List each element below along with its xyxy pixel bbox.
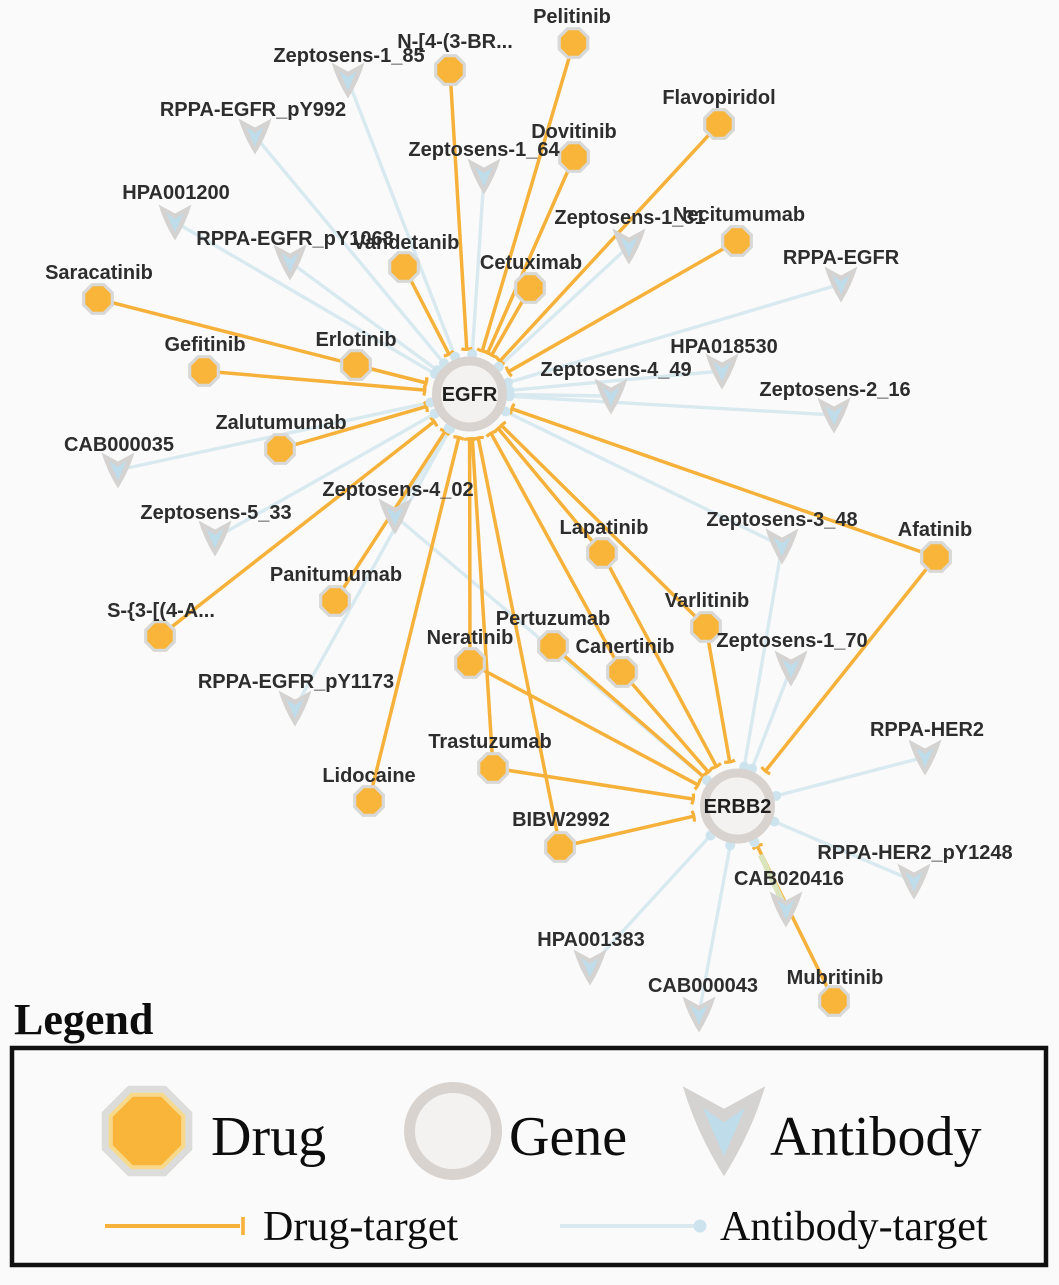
svg-text:Zeptosens-1_64: Zeptosens-1_64: [408, 139, 560, 161]
svg-text:Neratinib: Neratinib: [427, 627, 514, 649]
svg-text:RPPA-HER2_pY1248: RPPA-HER2_pY1248: [817, 842, 1012, 864]
svg-text:Zeptosens-1_31: Zeptosens-1_31: [554, 207, 705, 229]
svg-text:RPPA-HER2: RPPA-HER2: [870, 719, 984, 741]
svg-text:Zeptosens-2_16: Zeptosens-2_16: [759, 379, 910, 401]
svg-text:Zeptosens-4_02: Zeptosens-4_02: [322, 479, 473, 501]
svg-text:RPPA-EGFR: RPPA-EGFR: [783, 247, 900, 269]
svg-text:Zeptosens-4_49: Zeptosens-4_49: [540, 359, 691, 381]
svg-text:Zeptosens-3_48: Zeptosens-3_48: [706, 509, 857, 531]
svg-text:Panitumumab: Panitumumab: [270, 564, 402, 586]
svg-text:Zeptosens-5_33: Zeptosens-5_33: [140, 502, 291, 524]
svg-text:EGFR: EGFR: [442, 384, 498, 406]
svg-text:Zeptosens-1_70: Zeptosens-1_70: [716, 630, 867, 652]
svg-text:Drug-target: Drug-target: [263, 1204, 458, 1250]
svg-text:Mubritinib: Mubritinib: [787, 967, 884, 989]
svg-text:ERBB2: ERBB2: [704, 796, 772, 818]
svg-text:Pelitinib: Pelitinib: [533, 6, 611, 28]
svg-text:CAB000035: CAB000035: [64, 434, 174, 456]
svg-text:Varlitinib: Varlitinib: [665, 590, 749, 612]
svg-text:Lapatinib: Lapatinib: [560, 517, 649, 539]
svg-text:Trastuzumab: Trastuzumab: [428, 731, 551, 753]
svg-text:Zalutumumab: Zalutumumab: [215, 412, 346, 434]
svg-text:Legend: Legend: [14, 995, 153, 1044]
svg-text:RPPA-EGFR_pY1068: RPPA-EGFR_pY1068: [196, 228, 393, 250]
svg-text:S-{3-[(4-A...: S-{3-[(4-A...: [107, 600, 215, 622]
svg-text:HPA001200: HPA001200: [122, 182, 229, 204]
svg-text:RPPA-EGFR_pY992: RPPA-EGFR_pY992: [160, 99, 346, 121]
svg-text:Cetuximab: Cetuximab: [480, 252, 582, 274]
svg-text:Saracatinib: Saracatinib: [45, 262, 153, 284]
svg-text:HPA018530: HPA018530: [670, 336, 777, 358]
svg-text:Flavopiridol: Flavopiridol: [662, 87, 775, 109]
svg-text:CAB000043: CAB000043: [648, 975, 758, 997]
svg-text:CAB020416: CAB020416: [734, 868, 844, 890]
svg-text:HPA001383: HPA001383: [537, 929, 644, 951]
svg-text:Afatinib: Afatinib: [898, 519, 972, 541]
svg-text:RPPA-EGFR_pY1173: RPPA-EGFR_pY1173: [198, 671, 394, 693]
svg-text:Zeptosens-1_85: Zeptosens-1_85: [273, 45, 424, 67]
svg-text:Gefitinib: Gefitinib: [164, 334, 245, 356]
svg-text:Drug: Drug: [211, 1106, 326, 1168]
svg-text:Antibody: Antibody: [770, 1106, 982, 1168]
svg-text:Gene: Gene: [509, 1106, 627, 1168]
svg-text:Canertinib: Canertinib: [576, 636, 675, 658]
svg-text:Antibody-target: Antibody-target: [720, 1204, 988, 1250]
svg-text:BIBW2992: BIBW2992: [512, 809, 610, 831]
svg-text:Erlotinib: Erlotinib: [315, 329, 396, 351]
svg-text:Lidocaine: Lidocaine: [322, 765, 415, 787]
